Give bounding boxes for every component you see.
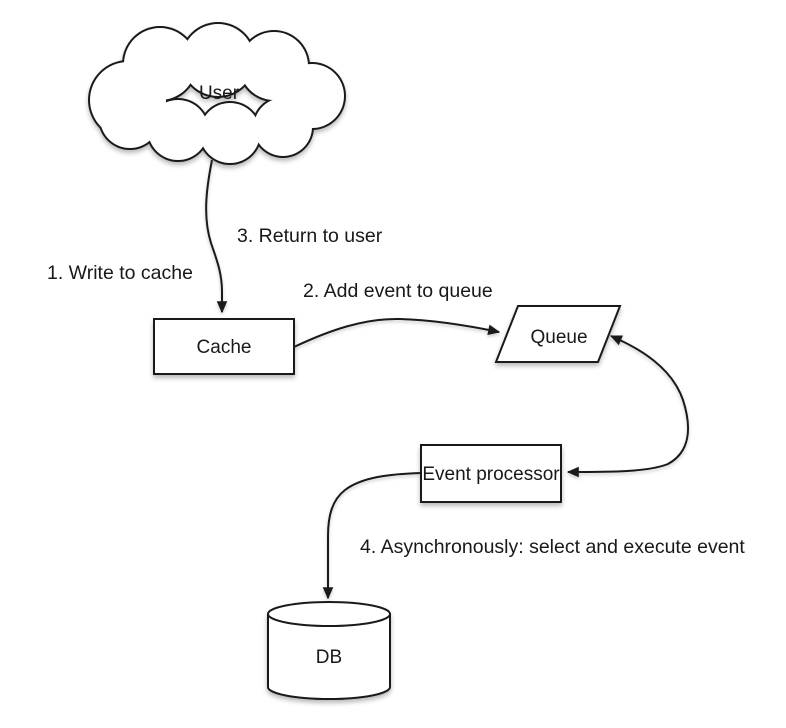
user-label: User (199, 83, 240, 104)
db-cylinder-top (267, 601, 391, 627)
cloud-shape (88, 22, 346, 165)
cache-box (153, 318, 295, 375)
edge-label-asynchronously-select-execute: 4. Asynchronously: select and execute ev… (360, 536, 745, 558)
db-cylinder-body (267, 614, 391, 700)
edge-event-processor-to-db (322, 472, 422, 600)
db-label: DB (316, 647, 342, 668)
edge-queue-event-processor (566, 335, 689, 478)
queue-parallelogram (494, 305, 622, 363)
event-processor-box (420, 444, 562, 503)
event-processor-label: Event processor (422, 464, 560, 485)
edge-label-return-to-user: 3. Return to user (237, 225, 383, 247)
queue-label: Queue (530, 327, 587, 348)
edge-label-write-to-cache: 1. Write to cache (47, 262, 193, 284)
db-node: DB (267, 601, 391, 700)
cache-label: Cache (197, 337, 252, 358)
cache-node: Cache (153, 318, 295, 375)
edge-label-add-event-to-queue: 2. Add event to queue (303, 280, 493, 302)
edge-user-to-cache (205, 159, 228, 314)
edge-cache-to-queue (293, 317, 501, 348)
event-processor-node: Event processor (420, 444, 562, 503)
queue-node: Queue (494, 305, 622, 363)
user-node: User (88, 22, 346, 165)
